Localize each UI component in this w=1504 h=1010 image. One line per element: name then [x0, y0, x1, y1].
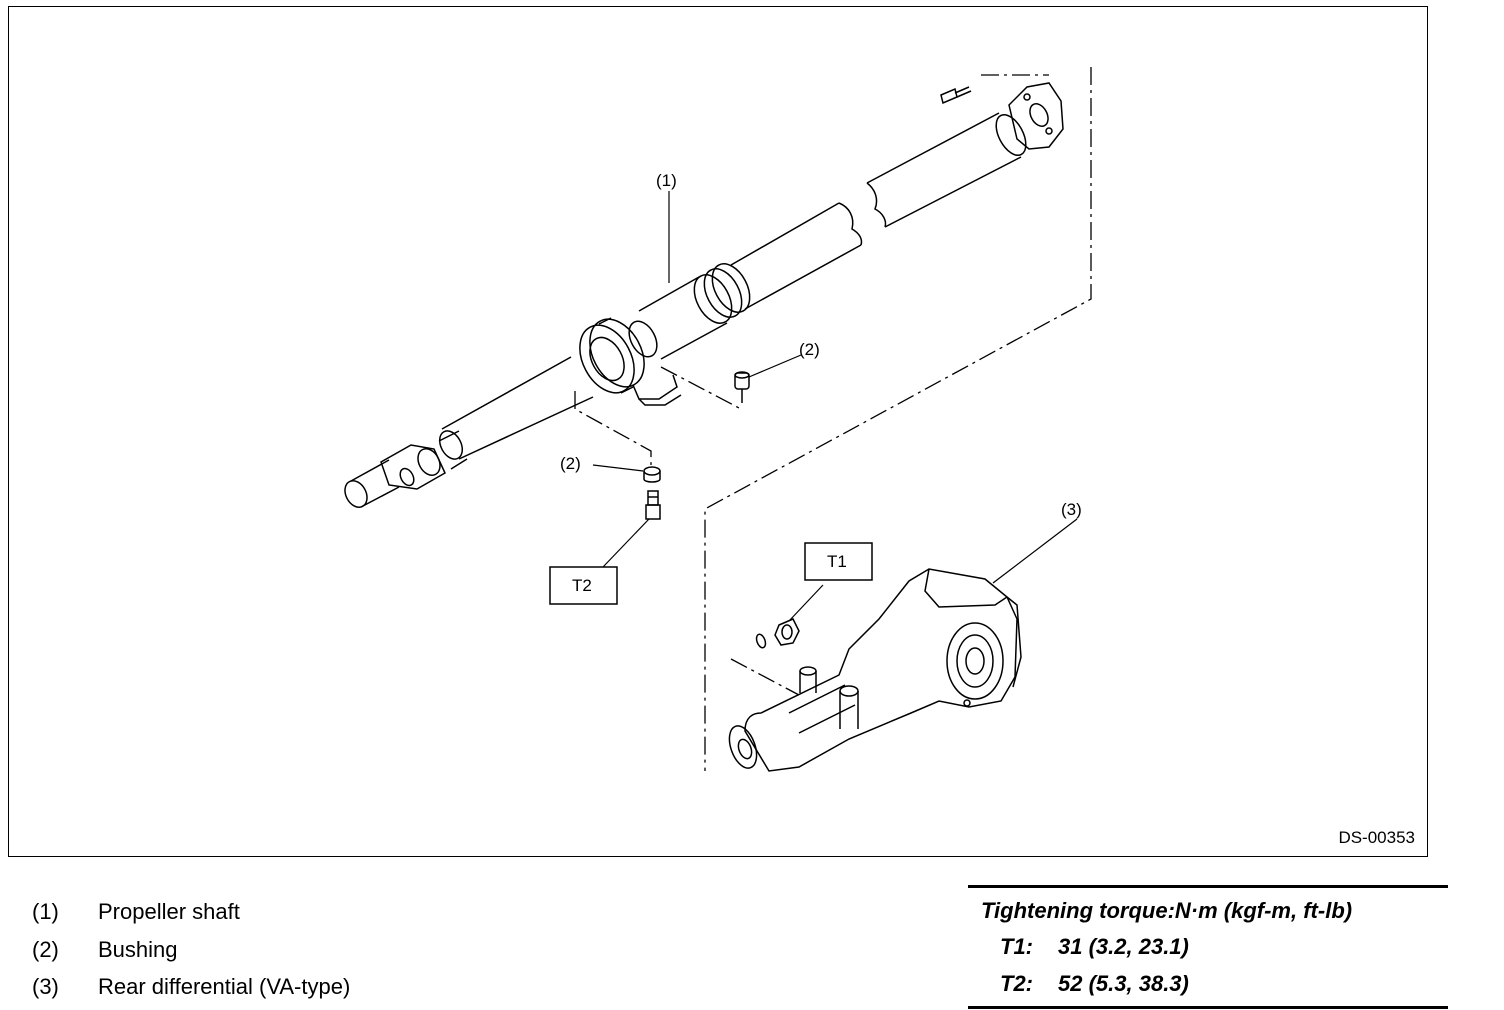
legend-number: (3) [32, 974, 59, 999]
callout-t2-box [549, 566, 618, 605]
torque-value: 52 (5.3, 38.3) [1058, 971, 1189, 996]
nut-icon [774, 618, 800, 646]
rear-differential [728, 568, 1022, 772]
bushing-lower-icon [643, 466, 661, 483]
legend-item: (2) Bushing [32, 931, 350, 969]
callout-t1: T1 [827, 552, 847, 571]
torque-row: T1: 31 (3.2, 23.1) [968, 928, 1448, 965]
propeller-shaft [344, 82, 1064, 508]
washer-icon [755, 633, 767, 649]
front-universal-joint [380, 444, 446, 490]
exploded-diagram: (1) (2) (2) (3) T1 T2 [344, 67, 1092, 772]
flange-bolt-icon [940, 86, 972, 105]
rear-flange-yoke [1008, 82, 1064, 150]
figure-frame: (1) (2) (2) (3) T1 T2 DS-00353 [8, 6, 1428, 857]
legend-item: (3) Rear differential (VA-type) [32, 968, 350, 1006]
legend-label: Rear differential (VA-type) [98, 974, 351, 999]
assembly-lines [574, 67, 1092, 771]
figure-code: DS-00353 [1338, 828, 1415, 847]
legend-label: Bushing [98, 936, 178, 962]
bearing-bolt-icon [645, 490, 661, 520]
torque-heading: Tightening torque:N·m (kgf-m, ft-lb) [981, 898, 1353, 923]
legend-label: Propeller shaft [98, 899, 240, 924]
callout-t2: T2 [572, 576, 592, 595]
torque-row: T2: 52 (5.3, 38.3) [968, 965, 1448, 1002]
legend-item: (1) Propeller shaft [32, 893, 350, 931]
callout-2-lower: (2) [560, 454, 581, 473]
callout-1: (1) [656, 171, 677, 190]
callout-2-upper: (2) [799, 340, 820, 359]
callout-t1-box [804, 542, 873, 581]
callout-3: (3) [1061, 500, 1082, 519]
center-bearing [579, 317, 682, 406]
legend-number: (1) [32, 899, 59, 924]
torque-table: Tightening torque:N·m (kgf-m, ft-lb) T1:… [968, 885, 1448, 1009]
legend-number: (2) [32, 936, 59, 962]
parts-legend: (1) Propeller shaft (2) Bushing (3) Rear… [32, 893, 350, 1006]
torque-id: T1: [1000, 934, 1033, 959]
bushing-upper-icon [734, 371, 750, 403]
torque-value: 31 (3.2, 23.1) [1058, 934, 1189, 959]
torque-id: T2: [1000, 971, 1033, 996]
leader-lines [592, 191, 1078, 622]
